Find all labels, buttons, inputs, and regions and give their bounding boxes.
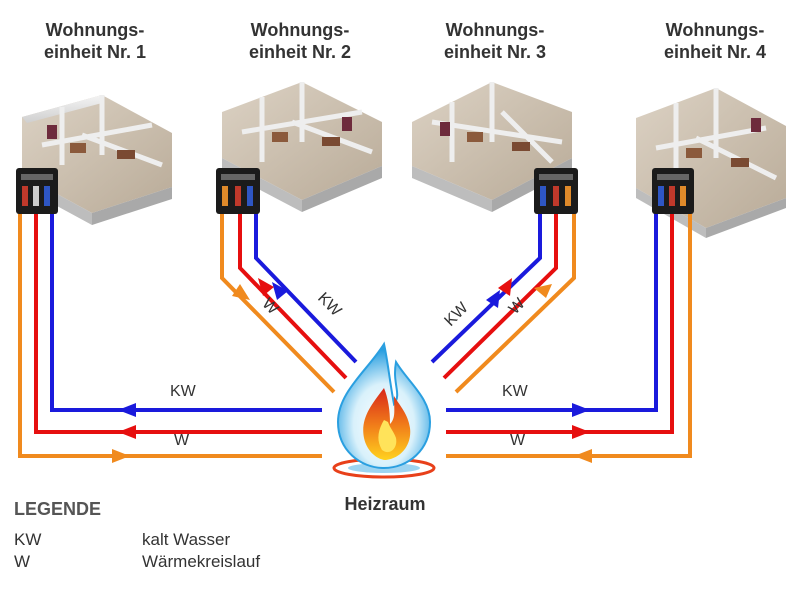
unit-title-3: Wohnungs- einheit Nr. 3 — [405, 19, 585, 63]
unit-title-2: Wohnungs- einheit Nr. 2 — [210, 19, 390, 63]
unit-title-line2: einheit Nr. 2 — [248, 42, 352, 62]
legend-text: Wärmekreislauf — [142, 552, 261, 571]
unit-title-1: Wohnungs- einheit Nr. 1 — [5, 19, 185, 63]
arrow-kw-unit-1 — [118, 403, 136, 417]
arrow-hot-unit-4 — [572, 425, 590, 439]
pipe-label-kw-unit-1: KW — [170, 383, 196, 400]
heat-exchanger-unit-icon — [534, 168, 578, 214]
pipes-unit-1 — [18, 212, 322, 458]
boiler-flame-icon — [332, 341, 436, 479]
apartment-1 — [22, 95, 172, 225]
arrow-kw-unit-2 — [272, 282, 288, 300]
pipes-unit-3 — [430, 212, 576, 394]
unit-title-4: Wohnungs- einheit Nr. 4 — [625, 19, 800, 63]
legend-text: kalt Wasser — [142, 530, 231, 549]
legend-title: LEGENDE — [14, 499, 102, 519]
heat-exchanger-unit-icon — [216, 168, 260, 214]
apartment-3d-icon — [636, 88, 786, 238]
unit-title-line2: einheit Nr. 4 — [663, 42, 767, 62]
arrow-hot-unit-3 — [498, 278, 512, 296]
apartment-4 — [636, 88, 786, 238]
pipes-unit-2 — [220, 212, 358, 394]
legend-abbr: W — [14, 552, 31, 571]
unit-title-line1: Wohnungs- — [445, 20, 545, 40]
pipe-label-w-unit-4: W — [510, 432, 526, 449]
heat-exchanger-unit-4 — [652, 168, 694, 214]
boiler-room-label: Heizraum — [344, 494, 426, 514]
apartment-2 — [222, 82, 382, 212]
pipes-unit-4 — [446, 212, 692, 458]
arrow-hot-unit-2 — [258, 278, 274, 296]
apartment-3d-icon — [22, 95, 172, 225]
unit-title-line1: Wohnungs- — [665, 20, 765, 40]
arrow-w-unit-4 — [574, 449, 592, 463]
legend-abbr: KW — [14, 530, 42, 549]
heat-exchanger-unit-icon — [652, 168, 694, 214]
heat-exchanger-unit-1 — [16, 168, 58, 214]
heat-exchanger-unit-3 — [534, 168, 578, 214]
arrow-w-unit-1 — [112, 449, 130, 463]
arrow-hot-unit-1 — [118, 425, 136, 439]
arrow-w-unit-3 — [534, 284, 552, 298]
unit-title-line1: Wohnungs- — [45, 20, 145, 40]
pipe-label-w-unit-1: W — [174, 432, 190, 449]
legend-row-w: W Wärmekreislauf — [14, 552, 260, 572]
heat-exchanger-unit-2 — [216, 168, 260, 214]
apartment-3d-icon — [222, 82, 382, 212]
arrow-w-unit-2 — [232, 284, 250, 300]
unit-title-line2: einheit Nr. 3 — [443, 42, 547, 62]
flow-arrows — [112, 278, 592, 463]
arrow-kw-unit-3 — [486, 290, 500, 308]
heat-exchanger-unit-icon — [16, 168, 58, 214]
legend-row-kw: KW kalt Wasser — [14, 530, 230, 550]
unit-title-line1: Wohnungs- — [250, 20, 350, 40]
arrow-kw-unit-4 — [572, 403, 590, 417]
unit-title-line2: einheit Nr. 1 — [43, 42, 147, 62]
pipe-label-kw-unit-4: KW — [502, 383, 528, 400]
